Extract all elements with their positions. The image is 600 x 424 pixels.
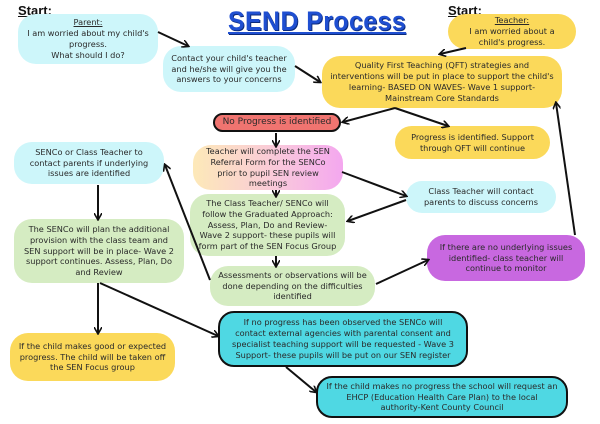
node-assessments: Assessments or observations will be done… <box>210 266 375 306</box>
arrow-parent-to-contact <box>157 31 188 46</box>
arrow-referral-to-class-teacher <box>341 171 406 196</box>
arrow-teacher-to-qft <box>440 47 467 54</box>
node-no-underlying: If there are no underlying issues identi… <box>427 235 585 281</box>
arrow-qft-to-no-progress <box>343 107 396 122</box>
node-parent: Parent: I am worried about my child's pr… <box>18 14 158 64</box>
node-text: Assessments or observations will be done… <box>218 269 367 302</box>
arrow-assessments-to-no-underlying <box>375 260 428 285</box>
node-contact-teacher: Contact your child's teacher and he/she … <box>163 46 295 92</box>
node-senco-plan: The SENCo will plan the additional provi… <box>14 219 184 283</box>
node-heading: Parent: <box>73 17 103 28</box>
page-title: SEND Process <box>228 6 407 36</box>
node-text: Teacher will complete the SEN Referral F… <box>206 145 330 189</box>
arrow-contact-to-qft <box>294 65 320 82</box>
node-class-teacher-contact: Class Teacher will contact parents to di… <box>406 181 556 213</box>
node-no-progress: No Progress is identified <box>213 113 341 132</box>
node-text: Contact your child's teacher and he/she … <box>171 52 287 85</box>
node-text: Class Teacher will contact parents to di… <box>423 186 538 207</box>
arrow-class-teacher-to-graduated <box>348 199 407 221</box>
node-external-agencies: If no progress has been observed the SEN… <box>218 311 468 367</box>
node-text: If there are no underlying issues identi… <box>439 241 573 274</box>
node-progress-identified: Progress is identified. Support through … <box>395 126 550 159</box>
node-senco-contact-parents: SENCo or Class Teacher to contact parent… <box>14 142 164 184</box>
node-text: SENCo or Class Teacher to contact parent… <box>29 146 149 179</box>
node-ehcp: If the child makes no progress the schoo… <box>316 376 568 418</box>
node-text: The Class Teacher/ SENCo will follow the… <box>198 197 337 252</box>
node-heading: Teacher: <box>494 15 530 26</box>
arrow-no-underlying-to-qft <box>556 103 576 236</box>
node-referral-form: Teacher will complete the SEN Referral F… <box>193 145 343 190</box>
arrow-plan-to-external <box>99 282 218 336</box>
node-text: If the child makes good or expected prog… <box>18 340 167 373</box>
node-text: If the child makes no progress the schoo… <box>326 380 558 413</box>
node-text: I am worried about a child's progress. <box>469 26 555 47</box>
node-text: Quality First Teaching (QFT) strategies … <box>330 60 554 103</box>
node-text: If no progress has been observed the SEN… <box>232 317 454 360</box>
node-text: I am worried about my child's progress. <box>27 28 149 49</box>
node-text: The SENCo will plan the additional provi… <box>23 223 175 278</box>
node-teacher-start: Teacher: I am worried about a child's pr… <box>448 14 576 49</box>
node-graduated-approach: The Class Teacher/ SENCo will follow the… <box>190 194 345 256</box>
node-text: No Progress is identified <box>222 116 332 127</box>
node-text: Progress is identified. Support through … <box>411 131 534 153</box>
node-qft: Quality First Teaching (QFT) strategies … <box>322 56 562 108</box>
node-text-2: What should I do? <box>51 49 125 60</box>
arrow-external-to-ehcp <box>285 366 316 392</box>
arrow-qft-to-progress <box>394 107 448 126</box>
node-good-progress: If the child makes good or expected prog… <box>10 333 175 381</box>
